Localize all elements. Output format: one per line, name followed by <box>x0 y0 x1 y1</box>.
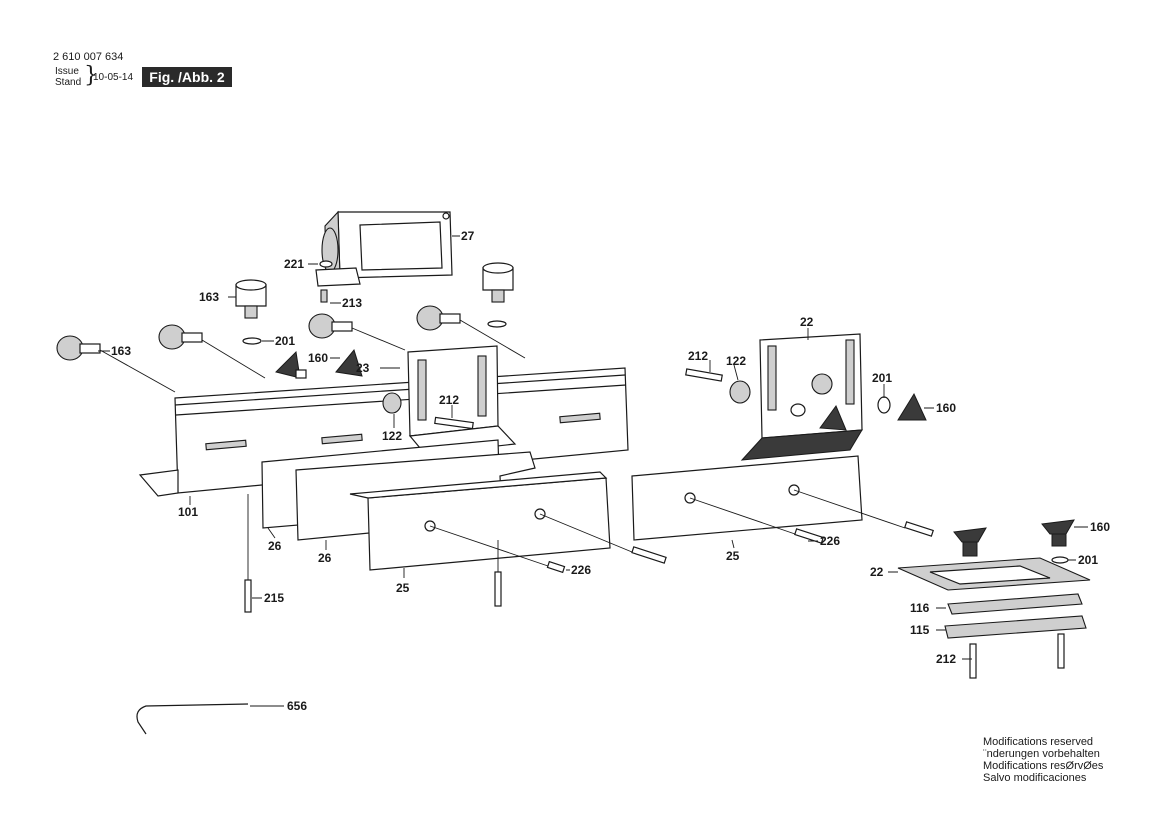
part-housing-27 <box>315 210 453 287</box>
plate-22-lower <box>897 557 1091 591</box>
callout-212-c: 212 <box>936 652 956 666</box>
knurled-knob-2 <box>158 324 203 350</box>
callout-22-upper: 22 <box>800 315 814 329</box>
callout-160-c: 160 <box>936 401 956 415</box>
callout-201-top: 201 <box>275 334 295 348</box>
callout-221: 221 <box>284 257 304 271</box>
callout-212-a: 212 <box>439 393 459 407</box>
knob-122-b <box>729 380 751 404</box>
callout-116: 116 <box>910 601 930 615</box>
screw-213 <box>320 289 328 303</box>
issue-date: 10-05-14 <box>93 72 134 83</box>
modifications-line-es: Salvo modificaciones <box>983 772 1087 784</box>
knurled-knob-3 <box>308 313 353 339</box>
brace-glyph: } <box>84 63 98 88</box>
callout-122-a: 122 <box>382 429 402 443</box>
knob-122-a <box>382 392 402 414</box>
callout-656: 656 <box>287 699 307 713</box>
callout-122-b: 122 <box>726 354 746 368</box>
star-knob-160-d <box>1041 519 1075 547</box>
callout-26-b: 26 <box>318 551 332 565</box>
board-25-right <box>631 455 863 541</box>
callout-27: 27 <box>461 229 475 243</box>
callout-215: 215 <box>264 591 284 605</box>
washer-201-top <box>242 320 507 345</box>
callout-115: 115 <box>910 623 930 637</box>
screw-center <box>494 540 502 607</box>
clamp-lever-160-b <box>335 348 363 377</box>
knob-163-top-right <box>482 262 514 303</box>
screw-215 <box>244 494 252 613</box>
callout-163-left: 163 <box>111 344 131 358</box>
callout-25-right: 25 <box>726 549 740 563</box>
callout-26-a: 26 <box>268 539 282 553</box>
bolt-212-b <box>685 368 723 382</box>
plate-115 <box>944 615 1087 639</box>
issue-label: Issue <box>55 66 79 77</box>
callout-25-left: 25 <box>396 581 410 595</box>
knob-163-top-left <box>235 279 267 319</box>
modifications-line-en: Modifications reserved <box>983 736 1094 748</box>
screws-226 <box>429 489 934 574</box>
callout-160-a: 160 <box>308 351 328 365</box>
callout-201-right: 201 <box>872 371 892 385</box>
bolt-212-a <box>434 416 474 430</box>
callout-23: 23 <box>356 361 370 375</box>
clamp-lever-160-a <box>275 350 307 379</box>
callout-226-a: 226 <box>571 563 591 577</box>
knurled-knob-4 <box>416 305 461 331</box>
screws-212-c <box>969 633 1065 679</box>
figure-label: Fig. /Abb. 2 <box>142 67 232 87</box>
modifications-notice: Modifications reserved ¨nderungen vorbeh… <box>983 736 1103 784</box>
callout-101: 101 <box>178 505 198 519</box>
stand-label: Stand <box>55 77 82 88</box>
hex-key-656 <box>136 703 249 735</box>
plate-116 <box>947 593 1083 615</box>
callout-213: 213 <box>342 296 362 310</box>
washer-221 <box>319 260 333 268</box>
callout-212-b: 212 <box>688 349 708 363</box>
star-knob-left <box>953 527 987 557</box>
washer-201-lower <box>1051 556 1069 564</box>
clamp-lever-160-c <box>897 392 927 421</box>
callout-201-lower: 201 <box>1078 553 1098 567</box>
washer-201-right <box>877 396 891 414</box>
bracket-22-upper <box>740 333 863 461</box>
callout-226-b: 226 <box>820 534 840 548</box>
knurled-knob-1 <box>56 335 101 361</box>
part-number: 2 610 007 634 <box>53 51 124 63</box>
modifications-line-de: ¨nderungen vorbehalten <box>983 748 1100 760</box>
callout-22-lower: 22 <box>870 565 884 579</box>
callout-163-top: 163 <box>199 290 219 304</box>
modifications-line-fr: Modifications resØrvØes <box>983 760 1104 772</box>
callout-160-d: 160 <box>1090 520 1110 534</box>
board-25-left <box>349 471 611 571</box>
